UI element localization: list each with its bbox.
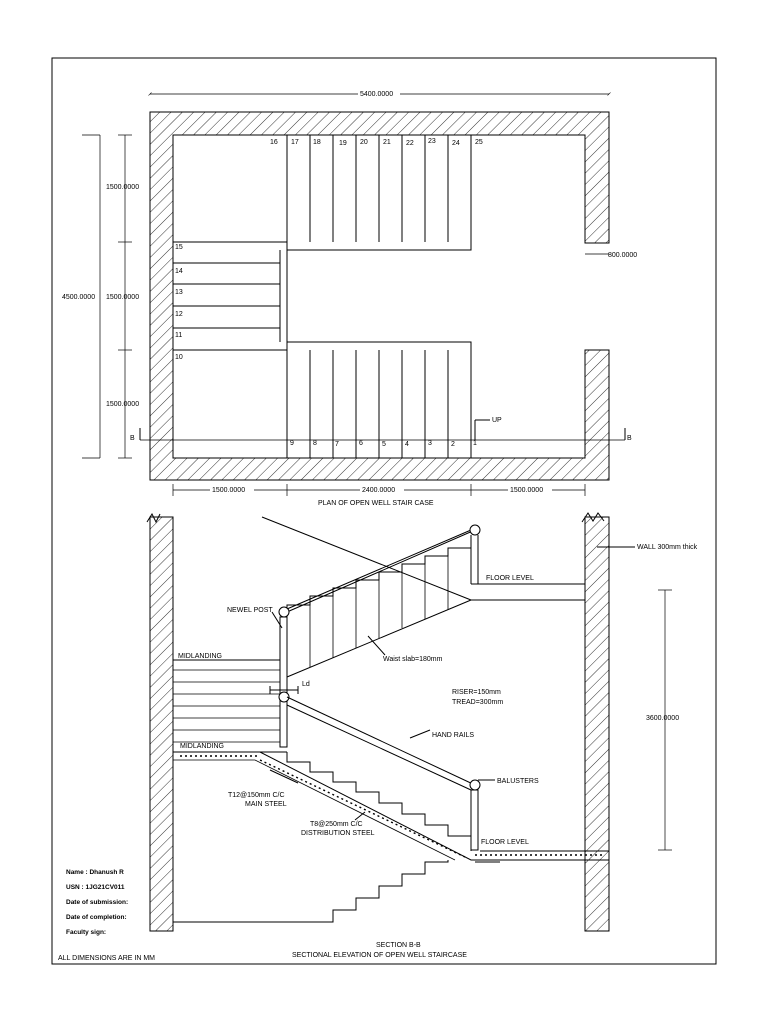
step-number: 12: [175, 311, 183, 318]
step-number: 19: [339, 140, 347, 147]
step-number: 21: [383, 139, 391, 146]
plan-wall: [149, 111, 610, 481]
plan-well: [279, 242, 472, 350]
section-title-2: SECTIONAL ELEVATION OF OPEN WELL STAIRCA…: [292, 952, 467, 959]
step-number: 25: [475, 139, 483, 146]
step-number: 23: [428, 138, 436, 145]
student-usn: USN : 1JG21CV011: [66, 884, 125, 891]
main-steel-label-1: T12@150mm C/C: [228, 792, 285, 799]
faculty-sign: Faculty sign:: [66, 929, 106, 936]
height-label: 3600.0000: [646, 715, 679, 722]
newel-post: [279, 616, 288, 748]
date-of-submission: Date of submission:: [66, 899, 128, 906]
floor-level-bottom: FLOOR LEVEL: [481, 839, 529, 846]
under-stair-steps: [173, 860, 449, 923]
step-numbers-bottom: 9 8 7 6 5 4 3 2 1: [290, 440, 477, 448]
section-labels: WALL 300mm thick FLOOR LEVEL NEWEL POST …: [178, 544, 698, 959]
step-number: 5: [382, 441, 386, 448]
wall-label: WALL 300mm thick: [637, 544, 698, 551]
flight-width-mid-label: 1500.0000: [106, 294, 139, 301]
upper-post-top: [469, 524, 481, 536]
upper-flight-steps: [286, 547, 472, 628]
step-number: 13: [175, 289, 183, 296]
lower-waist-slab: [173, 751, 610, 861]
hand-rails-label: HAND RAILS: [432, 732, 474, 739]
step-number: 11: [175, 332, 182, 339]
sheet-border: [51, 57, 717, 965]
reinforcement-dots: [180, 755, 605, 858]
step-number: 1: [473, 440, 477, 447]
info-block: Name : Dhanush R USN : 1JG21CV011 Date o…: [58, 869, 155, 962]
section-marker-left: B: [130, 435, 135, 442]
flight-width-top-label: 1500.0000: [106, 184, 139, 191]
newel-post-top: [278, 606, 290, 618]
tread-label: TREAD=300mm: [452, 699, 503, 706]
lower-newel-top: [278, 691, 290, 703]
plan-labels: 5400.0000 4500.0000 1500.0000 1500.0000 …: [62, 88, 637, 507]
step-number: 3: [428, 440, 432, 447]
dist-steel-label-2: DISTRIBUTION STEEL: [301, 830, 375, 837]
top-flight-treads: [286, 135, 472, 242]
step-number: 10: [175, 354, 183, 361]
up-label: UP: [492, 417, 502, 424]
waist-slab-line: [286, 599, 472, 678]
waist-slab-label: Waist slab=180mm: [383, 656, 443, 663]
date-of-completion: Date of completion:: [66, 914, 127, 921]
right-wall: [584, 516, 610, 932]
opening-label: 800.0000: [608, 252, 637, 259]
bottom-right-dim: 1500.0000: [510, 487, 543, 494]
floor-level-top: FLOOR LEVEL: [486, 575, 534, 582]
step-number: 20: [360, 139, 368, 146]
midlanding-steps: [173, 669, 280, 743]
step-numbers-landing: 15 14 13 12 11 10: [175, 244, 183, 361]
lower-flight-steps: [286, 752, 472, 851]
lower-post-top: [469, 779, 481, 791]
dist-steel-label-1: T8@250mm C/C: [310, 821, 363, 828]
lower-handrail: [286, 696, 476, 786]
main-steel-label-2: MAIN STEEL: [245, 801, 287, 808]
plan-view: [82, 94, 626, 496]
step-number: 16: [270, 139, 278, 146]
upper-step-risers: [309, 556, 449, 667]
dimensions-note: ALL DIMENSIONS ARE IN MM: [58, 955, 155, 962]
flight-width-bottom-label: 1500.0000: [106, 401, 139, 408]
section-view: [146, 512, 672, 932]
midlanding-top-label: MIDLANDING: [178, 653, 222, 660]
step-number: 9: [290, 440, 294, 447]
student-name: Name : Dhanush R: [66, 869, 124, 876]
step-number: 18: [313, 139, 321, 146]
upper-handrail: [286, 529, 476, 613]
balusters-label: BALUSTERS: [497, 778, 539, 785]
midlanding-bottom-label: MIDLANDING: [180, 743, 224, 750]
left-wall: [149, 516, 174, 932]
riser-label: RISER=150mm: [452, 689, 501, 696]
section-marker-right: B: [627, 435, 632, 442]
step-number: 6: [359, 440, 363, 447]
step-number: 8: [313, 440, 317, 447]
baluster-post: [470, 789, 479, 851]
section-title-1: SECTION B-B: [376, 942, 421, 949]
step-numbers-top: 16 17 18 19 20 21 22 23 24 25: [270, 138, 483, 147]
step-number: 17: [291, 139, 299, 146]
ld-label: Ld: [302, 681, 310, 688]
plan-title: PLAN OF OPEN WELL STAIR CASE: [318, 500, 434, 507]
newel-post-label: NEWEL POST: [227, 607, 273, 614]
bottom-left-dim: 1500.0000: [212, 487, 245, 494]
step-number: 14: [175, 268, 183, 275]
step-number: 4: [405, 441, 409, 448]
step-number: 24: [452, 140, 460, 147]
step-number: 7: [335, 441, 339, 448]
step-number: 15: [175, 244, 183, 251]
step-number: 2: [451, 441, 455, 448]
overall-height-label: 4500.0000: [62, 294, 95, 301]
overall-width-label: 5400.0000: [360, 91, 393, 98]
step-number: 22: [406, 140, 414, 147]
bottom-mid-dim: 2400.0000: [362, 487, 395, 494]
